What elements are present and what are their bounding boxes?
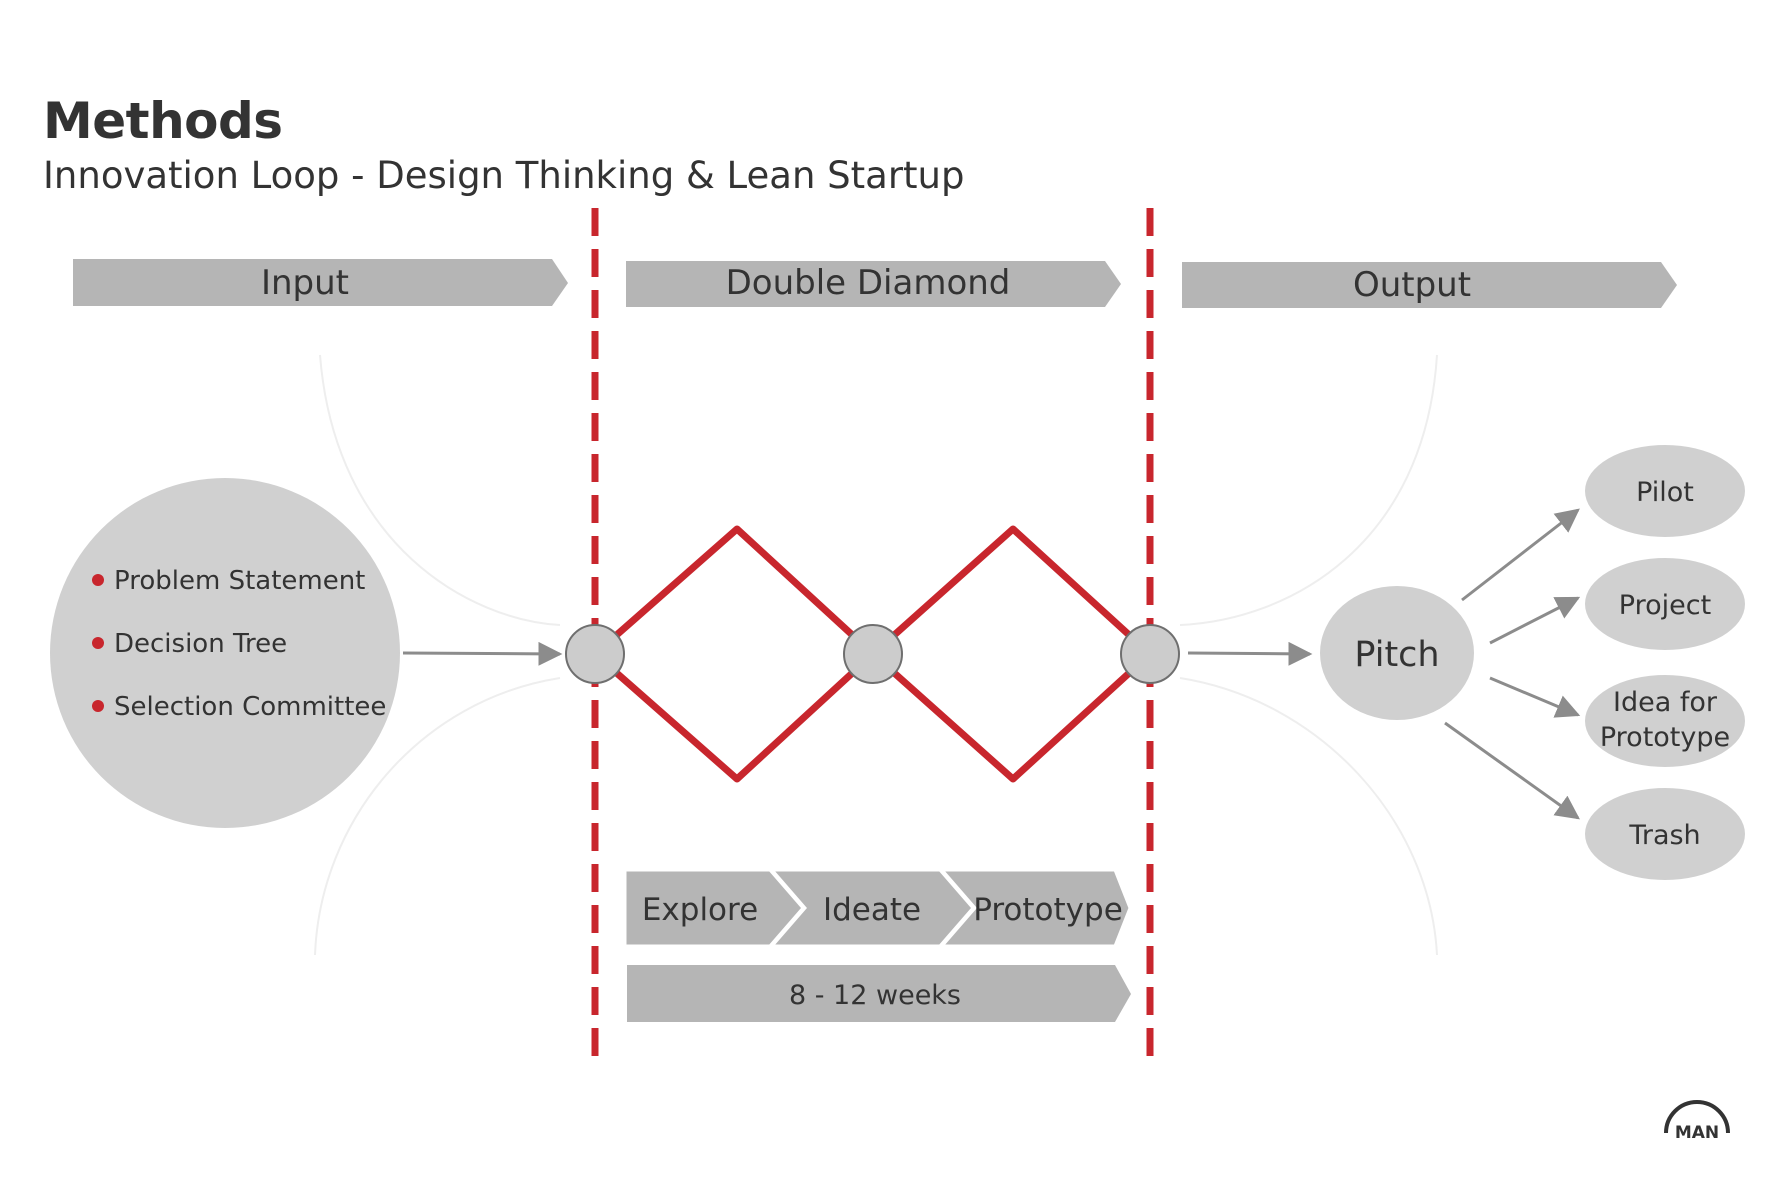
pitch-label: Pitch	[1354, 635, 1439, 675]
loop-arc-bottom-left	[314, 677, 561, 956]
loop-arc-top-right	[1179, 354, 1438, 626]
arrow-to-idea-for-prototype	[1489, 676, 1581, 718]
background-loop-arcs	[314, 354, 1438, 956]
diamond-first	[591, 525, 877, 783]
process-steps: Explore Ideate Prototype	[623, 868, 1132, 948]
arrow-to-pilot	[1461, 508, 1580, 602]
bullet-dot-icon	[92, 574, 104, 586]
bullet-dot-icon	[92, 637, 104, 649]
phase-banner-double-diamond: Double Diamond	[626, 261, 1121, 307]
step-explore-label: Explore	[642, 892, 758, 928]
arrow-diamond-to-pitch	[1187, 641, 1313, 666]
diamond-node-middle	[843, 624, 903, 684]
man-logo: MAN	[1664, 1100, 1730, 1143]
loop-arc-top-left	[319, 354, 561, 626]
duration-label: 8 - 12 weeks	[789, 980, 961, 1011]
input-item: Selection Committee	[92, 692, 386, 755]
input-items-list: Problem Statement Decision Tree Selectio…	[92, 566, 386, 755]
arrow-to-trash	[1444, 721, 1580, 820]
man-logo-arc	[1664, 1100, 1730, 1134]
step-ideate-label: Ideate	[823, 892, 921, 928]
loop-arc-bottom-right	[1179, 677, 1438, 956]
diamond-node-start	[565, 624, 625, 684]
input-circle	[50, 478, 400, 828]
man-logo-text: MAN	[1675, 1123, 1719, 1143]
input-item: Problem Statement	[92, 566, 386, 629]
duration-banner	[627, 965, 1131, 1022]
outcome-trash-label: Trash	[1628, 820, 1700, 851]
phase-banner-input: Input	[73, 259, 568, 306]
phase-label-double-diamond: Double Diamond	[726, 263, 1011, 303]
input-item-label: Decision Tree	[114, 629, 288, 659]
phase-label-input: Input	[261, 263, 349, 303]
outcome-project	[1585, 558, 1745, 650]
outcome-pilot	[1585, 445, 1745, 537]
page-title: Methods	[43, 92, 283, 150]
outcome-arrows	[1444, 508, 1581, 820]
outcome-idea-label-line1: Idea for	[1613, 687, 1718, 718]
page-subtitle: Innovation Loop - Design Thinking & Lean…	[43, 154, 965, 197]
diamond-second	[869, 525, 1154, 783]
step-prototype-label: Prototype	[973, 892, 1123, 928]
step-explore-shape	[623, 868, 805, 948]
phase-label-output: Output	[1353, 265, 1471, 305]
input-item-label: Selection Committee	[114, 692, 387, 722]
arrow-input-to-diamond	[402, 641, 563, 666]
outcome-idea-for-prototype	[1585, 675, 1745, 767]
pitch-ellipse	[1320, 586, 1474, 720]
diamond-node-end	[1120, 624, 1180, 684]
outcome-project-label: Project	[1619, 590, 1711, 621]
outcome-idea-label-line2: Prototype	[1600, 722, 1730, 753]
outcome-pilot-label: Pilot	[1636, 477, 1694, 508]
bullet-dot-icon	[92, 700, 104, 712]
arrow-to-project	[1489, 596, 1581, 645]
step-ideate-shape	[768, 868, 975, 948]
input-item-label: Problem Statement	[114, 566, 366, 596]
step-prototype-shape	[938, 868, 1132, 948]
outcome-trash	[1585, 788, 1745, 880]
phase-banner-output: Output	[1182, 262, 1677, 308]
input-item: Decision Tree	[92, 629, 386, 692]
